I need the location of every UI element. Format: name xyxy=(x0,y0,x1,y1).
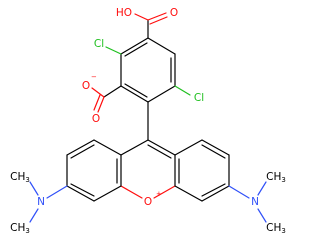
bond-double-inner xyxy=(201,144,226,159)
nitrogen-label-right: N xyxy=(251,196,259,208)
bond xyxy=(120,139,149,156)
bond-double-inner xyxy=(124,83,148,98)
bond-double-inner xyxy=(124,42,148,57)
bond xyxy=(228,185,250,199)
methyl-label: CH3 xyxy=(266,171,286,184)
bond-double-inner xyxy=(70,144,95,159)
bond xyxy=(120,185,143,199)
bond xyxy=(149,16,168,25)
bond xyxy=(257,208,267,223)
bond xyxy=(201,185,230,202)
bond xyxy=(93,185,122,202)
xanthene-central-ring: O + xyxy=(120,139,176,208)
bond-double-inner xyxy=(70,183,95,197)
bond xyxy=(174,139,203,156)
chloro-substituent-top: Cl xyxy=(94,38,122,55)
bond xyxy=(174,85,191,96)
bond xyxy=(147,37,176,55)
methyl-subscript: 3 xyxy=(25,176,29,184)
nitrogen-label-left: N xyxy=(37,196,45,208)
carboxylate-group: O − O xyxy=(82,73,122,125)
bond xyxy=(153,185,176,199)
bond xyxy=(103,85,122,98)
bond xyxy=(97,96,105,113)
methyl-subscript: 3 xyxy=(281,227,285,235)
chlorine-label-top: Cl xyxy=(94,38,104,50)
xanthene-right-ring xyxy=(174,139,230,202)
methyl-label: CH3 xyxy=(266,222,286,235)
bond xyxy=(91,87,105,98)
molecule-structure: HO O Cl Cl O − O xyxy=(10,7,286,235)
carboxylate-oxygen-label: O xyxy=(82,80,90,92)
bond-double-inner xyxy=(201,183,226,197)
methyl-subscript: 3 xyxy=(281,176,285,184)
methyl-label: CH3 xyxy=(10,171,30,184)
bond xyxy=(93,139,122,156)
positive-charge-label: + xyxy=(156,190,162,198)
chloro-substituent-right: Cl xyxy=(174,85,204,104)
methyl-text: CH xyxy=(10,171,25,183)
methyl-label: CH3 xyxy=(10,222,30,235)
bond xyxy=(120,37,149,55)
bond xyxy=(46,185,68,199)
bond xyxy=(29,208,39,223)
benzoate-ring xyxy=(120,37,176,103)
bond xyxy=(29,181,39,196)
dimethylamino-left: N CH3 CH3 xyxy=(10,171,68,235)
xanthene-left-ring xyxy=(66,139,122,202)
bond xyxy=(66,185,95,202)
structure-canvas: HO O Cl Cl O − O xyxy=(10,7,286,235)
bond xyxy=(120,85,149,103)
bond xyxy=(147,85,176,103)
methyl-text: CH xyxy=(266,171,281,183)
bond xyxy=(174,185,203,202)
carbonyl-oxygen-label: O xyxy=(170,7,178,19)
carboxylate-oxygen-label-2: O xyxy=(92,113,100,125)
methyl-text: CH xyxy=(266,222,281,234)
negative-charge-label: − xyxy=(91,73,97,81)
bond xyxy=(201,139,230,156)
methyl-text: CH xyxy=(10,222,25,234)
bond xyxy=(105,46,122,55)
bond xyxy=(93,94,101,111)
bond xyxy=(147,139,176,156)
bond xyxy=(134,13,149,21)
methyl-subscript: 3 xyxy=(25,227,29,235)
hydroxyl-label: HO xyxy=(116,7,132,19)
bond-double-inner xyxy=(147,144,172,159)
ring-oxygen-label: O xyxy=(144,196,152,208)
chlorine-label-right: Cl xyxy=(194,92,204,104)
bond xyxy=(66,139,95,156)
dimethylamino-right: N CH3 CH3 xyxy=(228,171,286,235)
bond xyxy=(257,181,267,196)
bond xyxy=(147,12,167,21)
carboxylic-acid-group: HO O xyxy=(116,7,178,39)
